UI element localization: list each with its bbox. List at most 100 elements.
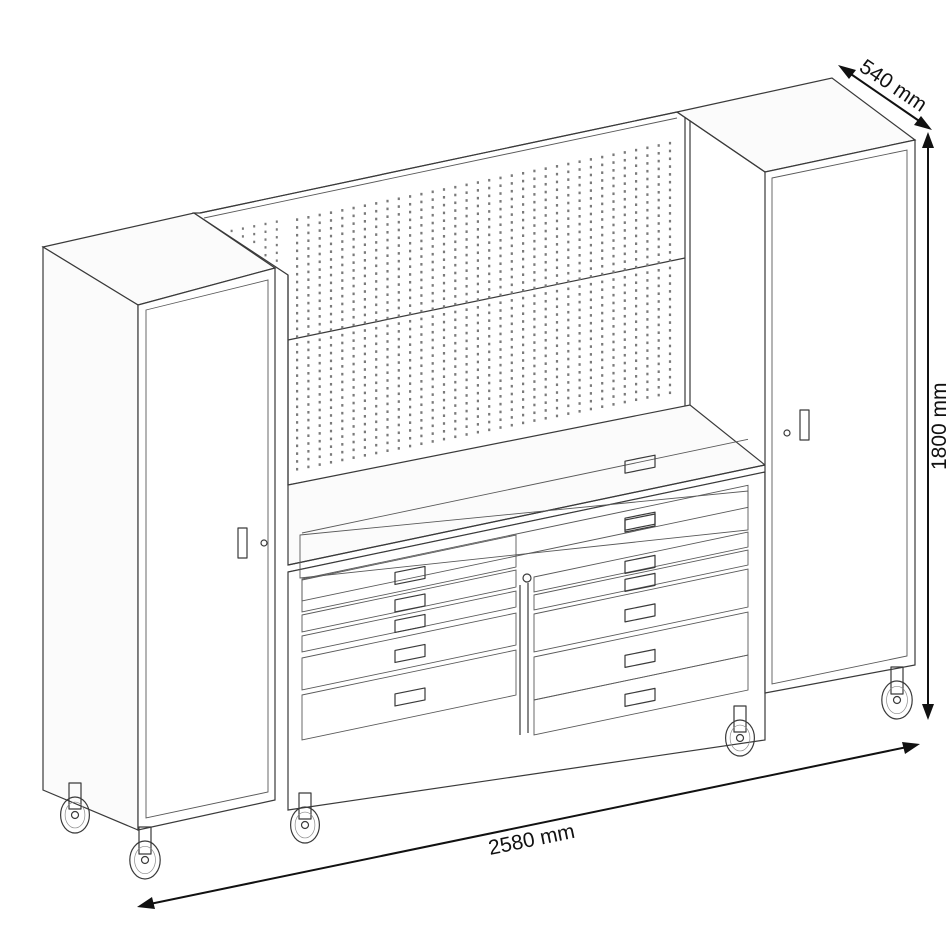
peg-hole xyxy=(657,315,660,319)
peg-hole xyxy=(499,363,502,367)
peg-hole xyxy=(465,386,468,389)
peg-hole xyxy=(420,333,423,336)
peg-hole xyxy=(522,413,525,417)
peg-hole xyxy=(386,316,389,320)
peg-hole xyxy=(442,196,446,199)
peg-hole xyxy=(431,268,434,272)
peg-hole xyxy=(476,290,479,294)
peg-hole xyxy=(397,384,400,388)
peg-hole xyxy=(341,388,344,392)
peg-hole xyxy=(420,294,423,297)
peg-hole xyxy=(341,349,344,353)
peg-hole xyxy=(623,213,626,217)
peg-hole xyxy=(296,288,299,292)
peg-hole xyxy=(318,221,321,225)
peg-hole xyxy=(635,336,638,339)
peg-hole xyxy=(329,320,333,324)
peg-hole xyxy=(386,262,389,265)
peg-hole xyxy=(499,387,502,390)
caster-wheel xyxy=(881,666,913,720)
peg-hole xyxy=(488,217,491,221)
peg-hole xyxy=(318,385,321,388)
peg-hole xyxy=(442,313,446,316)
peg-hole xyxy=(409,234,412,237)
peg-hole xyxy=(442,219,446,223)
peg-hole xyxy=(522,218,525,222)
peg-hole xyxy=(465,292,468,296)
peg-hole xyxy=(555,196,559,199)
peg-hole xyxy=(567,186,570,189)
peg-hole xyxy=(522,304,525,308)
peg-hole xyxy=(442,422,446,425)
peg-hole xyxy=(318,338,321,342)
peg-hole xyxy=(318,377,321,381)
top-drawer[interactable] xyxy=(299,490,749,579)
peg-hole xyxy=(657,214,660,217)
peg-hole xyxy=(510,244,513,248)
peg-hole xyxy=(499,410,502,414)
peg-hole xyxy=(454,388,457,392)
peg-hole xyxy=(318,463,321,466)
peg-hole xyxy=(307,340,310,344)
peg-hole xyxy=(499,254,502,258)
peg-hole xyxy=(431,385,434,389)
drawer[interactable] xyxy=(533,531,749,593)
peg-hole xyxy=(589,165,592,169)
peg-hole xyxy=(635,187,638,191)
peg-hole xyxy=(578,339,581,343)
peg-hole xyxy=(555,258,559,262)
peg-hole xyxy=(522,265,525,269)
peg-hole xyxy=(397,298,400,302)
drawer[interactable] xyxy=(301,569,517,633)
peg-hole xyxy=(668,266,672,270)
peg-hole xyxy=(341,380,344,384)
peg-hole xyxy=(522,273,525,276)
peg-hole xyxy=(352,456,355,459)
peg-hole xyxy=(442,250,446,254)
peg-hole xyxy=(623,166,626,170)
peg-hole xyxy=(646,349,649,352)
peg-hole xyxy=(296,335,299,338)
peg-hole xyxy=(409,358,412,362)
peg-hole xyxy=(635,148,638,152)
peg-hole xyxy=(454,295,457,298)
peg-hole xyxy=(612,278,615,281)
peg-hole xyxy=(623,174,626,178)
peg-hole xyxy=(668,336,672,340)
peg-hole xyxy=(397,283,400,286)
peg-hole xyxy=(657,323,660,327)
peg-hole xyxy=(397,439,400,442)
peg-hole xyxy=(363,266,366,270)
drawer[interactable] xyxy=(301,438,749,534)
peg-hole xyxy=(612,286,615,289)
peg-hole xyxy=(465,417,468,421)
peg-hole xyxy=(555,321,559,324)
peg-hole xyxy=(589,173,592,177)
peg-hole xyxy=(454,427,457,431)
peg-hole xyxy=(397,197,400,201)
peg-hole xyxy=(555,352,559,355)
peg-hole xyxy=(352,222,355,225)
peg-hole xyxy=(431,354,434,357)
left-cabinet-front xyxy=(137,267,276,831)
peg-hole xyxy=(442,375,446,379)
peg-hole xyxy=(431,252,434,256)
peg-hole xyxy=(522,234,525,237)
drawer[interactable] xyxy=(301,590,517,653)
drawer[interactable] xyxy=(533,568,749,653)
peg-hole xyxy=(465,339,468,343)
peg-hole xyxy=(431,299,434,303)
peg-hole xyxy=(465,409,468,413)
peg-hole xyxy=(589,353,592,356)
peg-hole xyxy=(363,391,366,395)
peg-hole xyxy=(522,421,525,425)
drawer[interactable] xyxy=(301,649,517,741)
drawer[interactable] xyxy=(533,654,749,736)
peg-hole xyxy=(657,385,660,389)
drawer[interactable] xyxy=(301,534,517,613)
drawer[interactable] xyxy=(533,549,749,611)
peg-hole xyxy=(578,168,581,171)
drawer[interactable] xyxy=(301,612,517,691)
peg-hole xyxy=(363,235,366,239)
